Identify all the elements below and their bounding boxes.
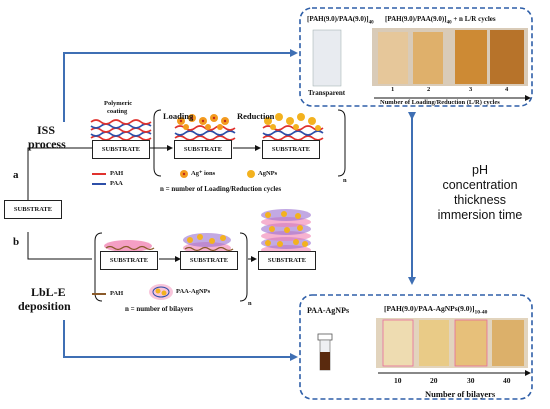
top-left-title: [PAH(9.0)/PAA(9.0)]40 <box>307 15 374 26</box>
sample-4-slide <box>490 30 524 84</box>
legend-pah-label: PAH <box>110 170 124 177</box>
lbl-substrate-box-1: SUBSTRATE <box>100 251 158 270</box>
transparent-sample <box>312 29 342 87</box>
agnp-legend-icon <box>247 170 255 178</box>
loading-step-label: Loading <box>163 111 194 121</box>
parameter-ph: pH <box>472 163 488 177</box>
top-results-panel <box>299 7 533 107</box>
bilayer-30-slide <box>454 319 488 367</box>
sample-label-1: 1 <box>391 86 395 93</box>
bilayer-10-slide <box>382 319 414 367</box>
lbl-substrate-box-3: SUBSTRATE <box>258 251 316 270</box>
top-axis-label: Number of Loading/Reduction (L/R) cycles <box>380 99 500 106</box>
parameter-immersion-time: immersion time <box>437 208 523 222</box>
bottom-axis-label: Number of bilayers <box>425 389 496 399</box>
parameters-list: pH concentration thickness immersion tim… <box>425 163 535 223</box>
lbl-deposition-label-line1: LbL-E <box>31 285 66 299</box>
lbl-multilayer-stack <box>261 209 311 255</box>
bottom-right-title: [PAH(9.0)/PAA-AgNPs(9.0)]10-40 <box>384 304 488 316</box>
transparent-label: Transparent <box>308 89 346 97</box>
parameter-concentration: concentration <box>442 178 518 192</box>
central-substrate-box: SUBSTRATE <box>4 200 62 219</box>
lbl-legend-pah-label: PAH <box>110 290 124 297</box>
iss-subscript-n: n <box>343 177 347 184</box>
iss-process-label-line2: process <box>28 137 66 151</box>
parameter-thickness: thickness <box>453 193 507 207</box>
bilayer-label-10: 10 <box>394 376 402 385</box>
loaded-coating-stack <box>174 114 236 141</box>
reduction-step-label: Reduction <box>237 111 275 121</box>
lbl-first-layer-stack <box>104 240 155 252</box>
sample-3-slide <box>455 30 487 84</box>
branch-lines <box>27 147 92 260</box>
iss-substrate-box-3: SUBSTRATE <box>262 140 320 159</box>
bilayer-20-slide <box>419 320 449 366</box>
lbl-legend-paa-agnps-label: PAA-AgNPs <box>176 288 211 295</box>
sample-2-slide <box>413 32 443 84</box>
legend-agnps-label: AgNPs <box>258 170 278 177</box>
reduced-coating-stack <box>262 113 324 141</box>
sample-label-4: 4 <box>505 86 509 93</box>
polymeric-coating-label-line1: Polymeric <box>104 100 133 107</box>
lbl-deposition-label-line2: deposition <box>18 299 71 313</box>
bilayer-label-40: 40 <box>503 376 511 385</box>
polymeric-coating-stack <box>90 119 152 141</box>
legend-ag-ions-label: Ag⁺ ions <box>191 170 216 177</box>
branch-a-label: a <box>13 169 19 181</box>
bilayer-label-30: 30 <box>467 376 475 385</box>
iss-substrate-box-1: SUBSTRATE <box>92 140 150 159</box>
top-right-title: [PAH(9.0)/PAA(9.0)]40 + n L/R cycles <box>385 15 496 26</box>
vial-label: PAA-AgNPs <box>307 306 350 315</box>
legend-paa-label: PAA <box>110 180 123 187</box>
paa-agnps-legend-icon <box>149 284 173 300</box>
bilayer-label-20: 20 <box>430 376 438 385</box>
iss-process-label-line1: ISS <box>37 123 56 137</box>
polymeric-coating-label-line2: coating <box>107 108 128 115</box>
lbl-subscript-n: n <box>248 300 252 307</box>
sample-label-2: 2 <box>427 86 431 93</box>
loading-reduction-cycles-note: n = number of Loading/Reduction cycles <box>160 185 282 193</box>
sample-1-slide <box>378 32 408 84</box>
iss-substrate-box-2: SUBSTRATE <box>174 140 232 159</box>
sample-label-3: 3 <box>469 86 473 93</box>
paa-agnps-vial <box>317 333 333 371</box>
bottom-results-panel <box>299 294 533 400</box>
bilayer-40-slide <box>492 320 524 366</box>
lbl-substrate-box-2: SUBSTRATE <box>180 251 238 270</box>
iss-to-results-arrow <box>63 49 298 122</box>
lbl-to-results-arrow <box>63 320 298 361</box>
bilayers-note: n = number of bilayers <box>125 305 194 313</box>
branch-b-label: b <box>13 236 20 248</box>
